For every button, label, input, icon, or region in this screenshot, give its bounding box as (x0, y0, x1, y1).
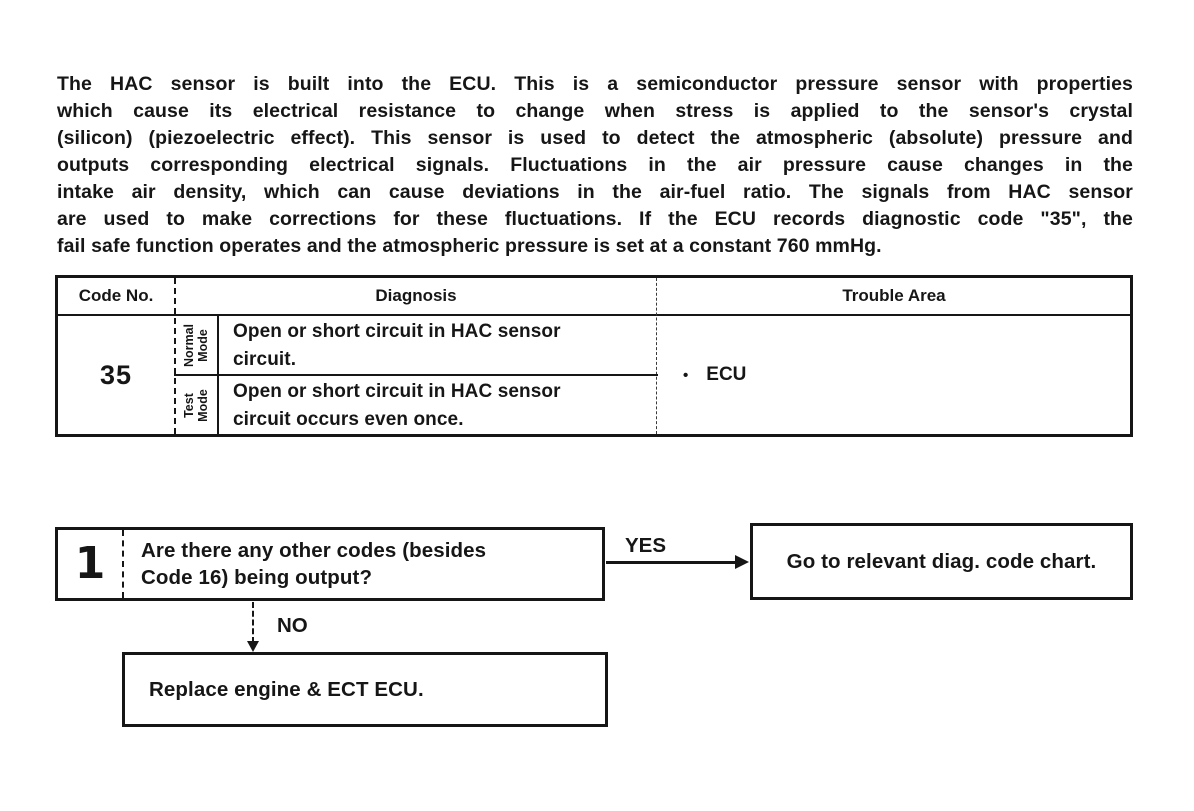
trouble-area-cell: • ECU (683, 316, 746, 434)
no-action-text: Replace engine & ECT ECU. (149, 677, 424, 701)
header-code-no: Code No. (78, 286, 154, 305)
table-col-divider-trouble (656, 278, 657, 434)
diagnosis-line: circuit. (233, 349, 297, 370)
code-number-cell: 35 (99, 359, 133, 390)
intro-line: (silicon) (piezoelectric effect). This s… (57, 127, 1133, 149)
intro-paragraph: The HAC sensor is built into the ECU. Th… (57, 71, 1133, 260)
mode-word: Mode (195, 328, 210, 362)
intro-line: The HAC sensor is built into the ECU. Th… (57, 73, 1133, 95)
no-action-box: Replace engine & ECT ECU. (122, 652, 608, 727)
header-trouble-area: Trouble Area (842, 286, 946, 305)
intro-line: intake air density, which can cause devi… (57, 181, 1133, 203)
diagnosis-line: Open or short circuit in HAC sensor (233, 381, 561, 402)
bullet-icon: • (683, 366, 689, 384)
table-header-divider (58, 314, 1130, 316)
arrow-down-icon (247, 641, 259, 652)
flow-step-1-box: 1 Are there any other codes (besides Cod… (55, 527, 605, 601)
no-label: NO (277, 614, 308, 637)
mode-word: Normal (182, 323, 197, 367)
table-row-divider (174, 374, 658, 376)
diagnosis-row-normal: Open or short circuit in HAC sensor circ… (233, 318, 653, 374)
arrow-right-icon (735, 555, 749, 569)
step-question: Are there any other codes (besides Code … (124, 530, 602, 598)
no-connector-line (252, 602, 254, 643)
table-col-divider-code (174, 278, 176, 434)
yes-action-text: Go to relevant diag. code chart. (786, 549, 1097, 573)
question-line: Are there any other codes (besides (141, 538, 487, 562)
diagnosis-line: Open or short circuit in HAC sensor (233, 321, 561, 342)
diagnosis-row-test: Open or short circuit in HAC sensor circ… (233, 378, 653, 434)
intro-line: which cause its electrical resistance to… (57, 100, 1133, 122)
test-mode-label: Test Mode (176, 376, 217, 434)
yes-connector-line (606, 561, 737, 564)
intro-line: fail safe function operates and the atmo… (57, 235, 882, 257)
normal-mode-label: Normal Mode (176, 316, 217, 374)
step-number: 1 (74, 538, 106, 589)
test-mode-label-text: Test Mode (181, 388, 210, 422)
diagnostic-code-table: Code No. Diagnosis Trouble Area 35 Norma… (55, 275, 1133, 437)
step-number-cell: 1 (58, 530, 124, 598)
intro-line: are used to make corrections for these f… (57, 208, 1133, 230)
yes-action-box: Go to relevant diag. code chart. (750, 523, 1133, 600)
yes-label: YES (625, 534, 667, 557)
question-line: Code 16) being output? (141, 566, 373, 589)
trouble-area-value: ECU (706, 364, 747, 385)
intro-line: outputs corresponding electrical signals… (57, 154, 1133, 176)
diagnosis-line: circuit occurs even once. (233, 409, 464, 430)
header-diagnosis: Diagnosis (375, 286, 457, 305)
mode-word: Test (181, 392, 196, 418)
normal-mode-label-text: Normal Mode (182, 323, 210, 367)
mode-word: Mode (195, 388, 210, 422)
